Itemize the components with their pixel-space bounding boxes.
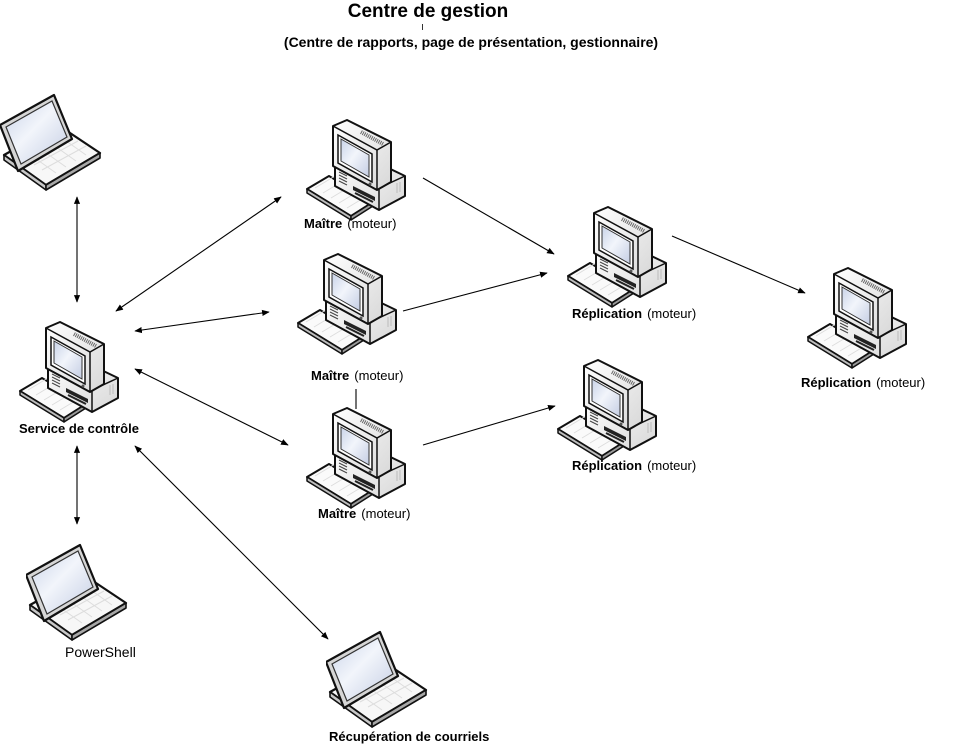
- desktop-icon: [296, 252, 398, 356]
- master-2-role: (moteur): [354, 368, 404, 383]
- master-3-label: Maître (moteur): [318, 506, 410, 521]
- connector-control-to-master-1: [115, 196, 282, 312]
- powershell-label: PowerShell: [65, 644, 136, 660]
- email-retrieval-label: Récupération de courriels: [329, 729, 490, 744]
- master-1-node[interactable]: [303, 118, 407, 222]
- master-3-name: Maître: [318, 506, 357, 521]
- control-service-label: Service de contrôle: [19, 421, 139, 436]
- desktop-icon: [556, 358, 658, 462]
- diagram-title: Centre de gestion: [347, 1, 509, 22]
- powershell-node[interactable]: [26, 543, 130, 643]
- replication-3-role: (moteur): [876, 375, 926, 390]
- master-1-name: Maître: [304, 216, 343, 231]
- replication-2-node[interactable]: [554, 358, 658, 462]
- connector-control-to-email: [134, 445, 329, 640]
- connector-replication-1-to-replication-3: [671, 235, 806, 294]
- master-2-name: Maître: [311, 368, 350, 383]
- connector-master-2-to-replication-1: [402, 271, 548, 312]
- email-retrieval-node[interactable]: [326, 630, 430, 730]
- desktop-icon: [305, 406, 407, 510]
- replication-1-name: Réplication: [572, 306, 643, 321]
- laptop-top-node[interactable]: [0, 93, 104, 193]
- connector-master-1-to-replication-1: [422, 177, 555, 255]
- desktop-icon: [566, 205, 668, 309]
- laptop-icon: [326, 630, 428, 729]
- master-3-role: (moteur): [361, 506, 411, 521]
- control-service-node[interactable]: [16, 320, 120, 424]
- title-tick-mark: [422, 24, 423, 30]
- replication-2-role: (moteur): [647, 458, 697, 473]
- replication-3-name: Réplication: [801, 375, 872, 390]
- replication-2-label: Réplication (moteur): [572, 458, 696, 473]
- laptop-icon: [0, 93, 102, 192]
- replication-3-node[interactable]: [804, 266, 908, 370]
- master-2-node[interactable]: [294, 252, 398, 356]
- connector-control-to-master-2: [134, 309, 270, 334]
- master-2-label: Maître (moteur): [311, 368, 403, 383]
- master-3-node[interactable]: [303, 406, 407, 510]
- master-1-label: Maître (moteur): [304, 216, 396, 231]
- desktop-icon: [305, 118, 407, 222]
- replication-1-label: Réplication (moteur): [572, 306, 696, 321]
- laptop-icon: [26, 543, 128, 642]
- connector-control-to-master-3: [134, 368, 289, 446]
- connector-master-3-to-replication-2: [422, 405, 556, 446]
- desktop-icon: [18, 320, 120, 424]
- master-1-role: (moteur): [347, 216, 397, 231]
- desktop-icon: [806, 266, 908, 370]
- replication-1-role: (moteur): [647, 306, 697, 321]
- diagram-subtitle: (Centre de rapports, page de présentatio…: [283, 34, 659, 50]
- replication-1-node[interactable]: [564, 205, 668, 309]
- replication-2-name: Réplication: [572, 458, 643, 473]
- replication-3-label: Réplication (moteur): [801, 375, 925, 390]
